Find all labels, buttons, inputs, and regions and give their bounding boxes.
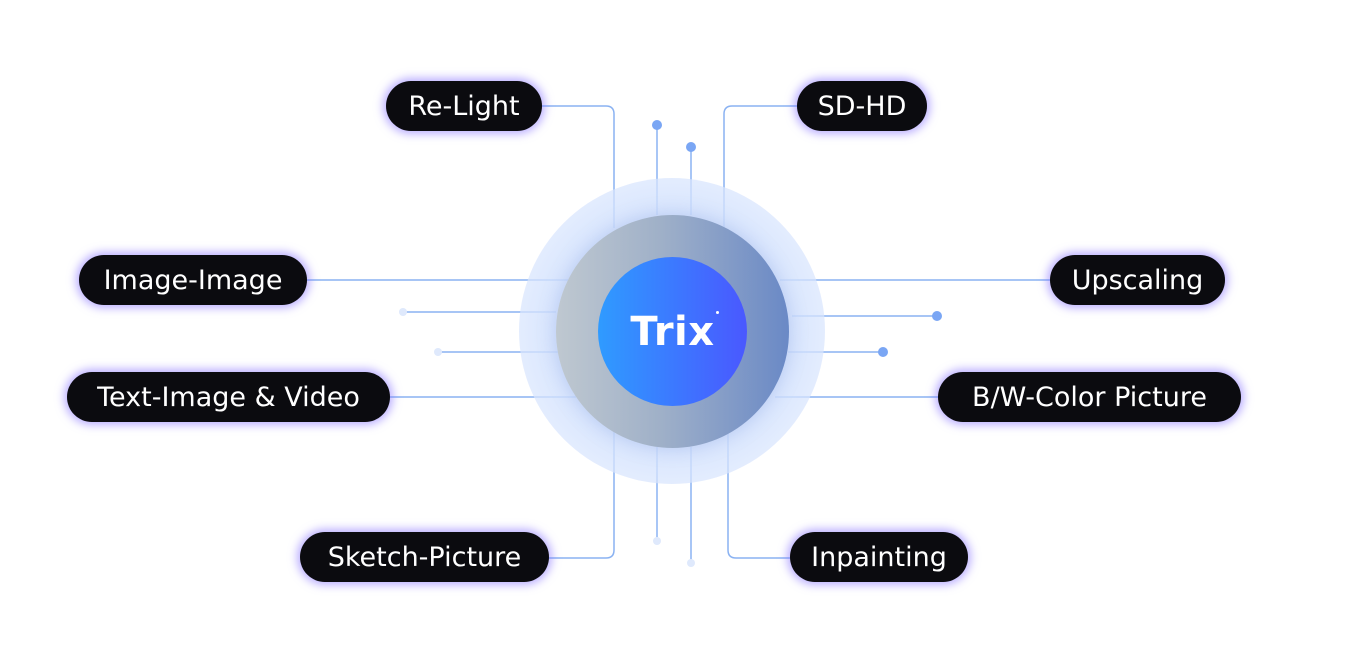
feature-label: Sketch-Picture	[327, 541, 522, 573]
node-dot	[686, 142, 696, 152]
feature-label: Inpainting	[811, 541, 947, 573]
feature-pill-upscaling: Upscaling	[1050, 255, 1225, 305]
node-dot-faint	[434, 348, 442, 356]
feature-label: Text-Image & Video	[97, 381, 360, 413]
feature-label: Re-Light	[408, 90, 520, 122]
feature-pill-image-image: Image-Image	[79, 255, 307, 305]
node-dot	[878, 347, 888, 357]
trix-logo-text: Trix	[630, 308, 715, 355]
trix-logo: Trix	[630, 308, 719, 355]
feature-pill-re-light: Re-Light	[386, 81, 542, 131]
node-dot-faint	[653, 537, 661, 545]
connector-re-light	[540, 105, 615, 228]
center-core: Trix	[598, 257, 747, 406]
connector-inpainting	[727, 430, 792, 559]
node-dot-faint	[399, 308, 407, 316]
feature-pill-bw-color-picture: B/W-Color Picture	[938, 372, 1241, 422]
feature-pill-text-image-video: Text-Image & Video	[67, 372, 390, 422]
logo-spark-icon	[715, 310, 719, 314]
feature-label: Image-Image	[103, 264, 283, 296]
node-dot	[652, 120, 662, 130]
feature-label: Upscaling	[1071, 264, 1204, 296]
feature-pill-sketch-picture: Sketch-Picture	[300, 532, 549, 582]
feature-pill-inpainting: Inpainting	[790, 532, 968, 582]
feature-label: B/W-Color Picture	[972, 381, 1207, 413]
node-dot	[932, 311, 942, 321]
feature-pill-sd-hd: SD-HD	[797, 81, 927, 131]
connector-sketch-picture	[547, 430, 615, 559]
connector-sd-hd	[723, 105, 800, 228]
feature-label: SD-HD	[817, 90, 907, 122]
node-dot-faint	[687, 559, 695, 567]
